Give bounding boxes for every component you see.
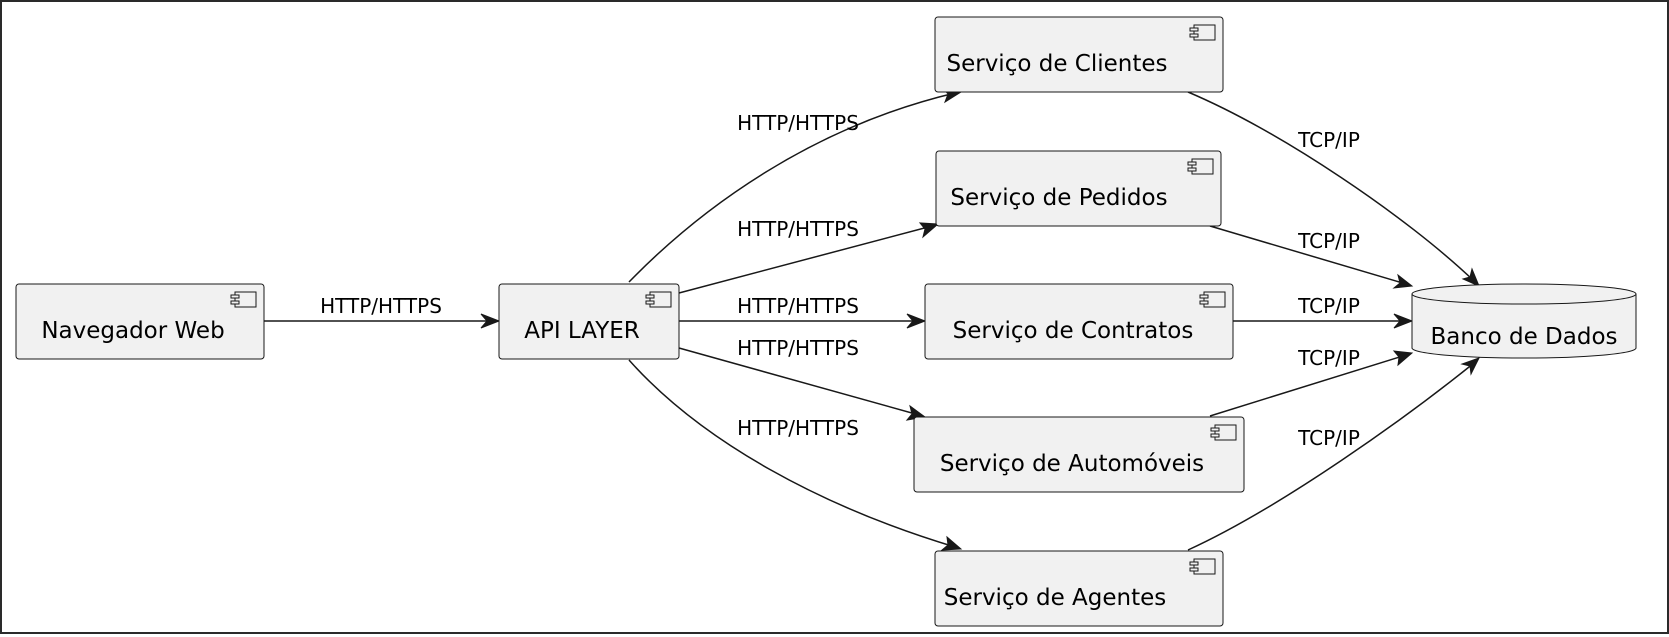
- edge-api-pedidos: HTTP/HTTPS: [678, 217, 940, 294]
- arrowhead: [918, 222, 940, 239]
- edge-pedidos-db: TCP/IP: [1209, 225, 1414, 289]
- component-icon: [230, 291, 257, 308]
- edge-api-automoveis: HTTP/HTTPS: [678, 336, 927, 421]
- edge-automoveis-db: TCP/IP: [1209, 346, 1414, 417]
- component-label: Serviço de Pedidos: [950, 185, 1167, 211]
- component-label: Serviço de Contratos: [953, 318, 1194, 344]
- edge-clientes-db: TCP/IP: [1187, 91, 1480, 287]
- component-navegador-web[interactable]: Navegador Web: [15, 283, 265, 360]
- edge-label: HTTP/HTTPS: [320, 294, 442, 318]
- component-label: Navegador Web: [41, 318, 224, 344]
- edge-agentes-db: TCP/IP: [1187, 357, 1481, 551]
- component-icon: [1189, 558, 1216, 575]
- arrowhead: [480, 313, 501, 329]
- component-servico-agentes[interactable]: Serviço de Agentes: [934, 550, 1224, 627]
- arrowhead: [1461, 267, 1480, 287]
- edges: HTTP/HTTPS HTTP/HTTPS HTTP/HTTPS HTTP/HT…: [264, 87, 1481, 551]
- edge-label: HTTP/HTTPS: [737, 111, 859, 135]
- edge-label: HTTP/HTTPS: [737, 217, 859, 241]
- arrowhead: [1460, 357, 1481, 376]
- edge-label: TCP/IP: [1297, 426, 1360, 450]
- database-banco-de-dados[interactable]: Banco de Dados: [1411, 283, 1637, 359]
- edge-label: TCP/IP: [1297, 229, 1360, 253]
- component-label: Serviço de Clientes: [946, 51, 1167, 77]
- edge-label: HTTP/HTTPS: [737, 336, 859, 360]
- component-servico-contratos[interactable]: Serviço de Contratos: [924, 283, 1234, 360]
- edge-api-clientes: HTTP/HTTPS: [628, 87, 963, 283]
- arrowhead: [906, 313, 927, 329]
- component-servico-automoveis[interactable]: Serviço de Automóveis: [913, 416, 1245, 493]
- edge-label: TCP/IP: [1297, 294, 1360, 318]
- component-servico-pedidos[interactable]: Serviço de Pedidos: [935, 150, 1222, 227]
- database-top: [1411, 293, 1637, 305]
- component-label: API LAYER: [524, 318, 640, 344]
- edge-label: HTTP/HTTPS: [737, 416, 859, 440]
- edge-label: TCP/IP: [1297, 346, 1360, 370]
- component-icon: [645, 291, 672, 308]
- component-api-layer[interactable]: API LAYER: [498, 283, 680, 360]
- arrowhead: [1392, 273, 1414, 289]
- edge-label: TCP/IP: [1297, 128, 1360, 152]
- edge-browser-api: HTTP/HTTPS: [264, 294, 501, 329]
- component-icon: [1210, 424, 1237, 441]
- component-icon: [1187, 158, 1214, 175]
- component-icon: [1189, 24, 1216, 41]
- arrowhead: [940, 535, 963, 551]
- component-servico-clientes[interactable]: Serviço de Clientes: [934, 16, 1224, 93]
- nodes: Navegador Web API LAYER Serviço de Clien…: [15, 16, 1637, 627]
- database-label: Banco de Dados: [1431, 324, 1618, 350]
- edge-contratos-db: TCP/IP: [1233, 294, 1414, 329]
- component-icon: [1199, 291, 1226, 308]
- component-label: Serviço de Automóveis: [940, 451, 1204, 477]
- component-label: Serviço de Agentes: [944, 585, 1167, 611]
- arrowhead: [1392, 350, 1414, 367]
- arrowhead: [1393, 313, 1414, 329]
- edge-api-contratos: HTTP/HTTPS: [679, 294, 927, 329]
- edge-label: HTTP/HTTPS: [737, 294, 859, 318]
- edge-api-agentes: HTTP/HTTPS: [628, 359, 963, 551]
